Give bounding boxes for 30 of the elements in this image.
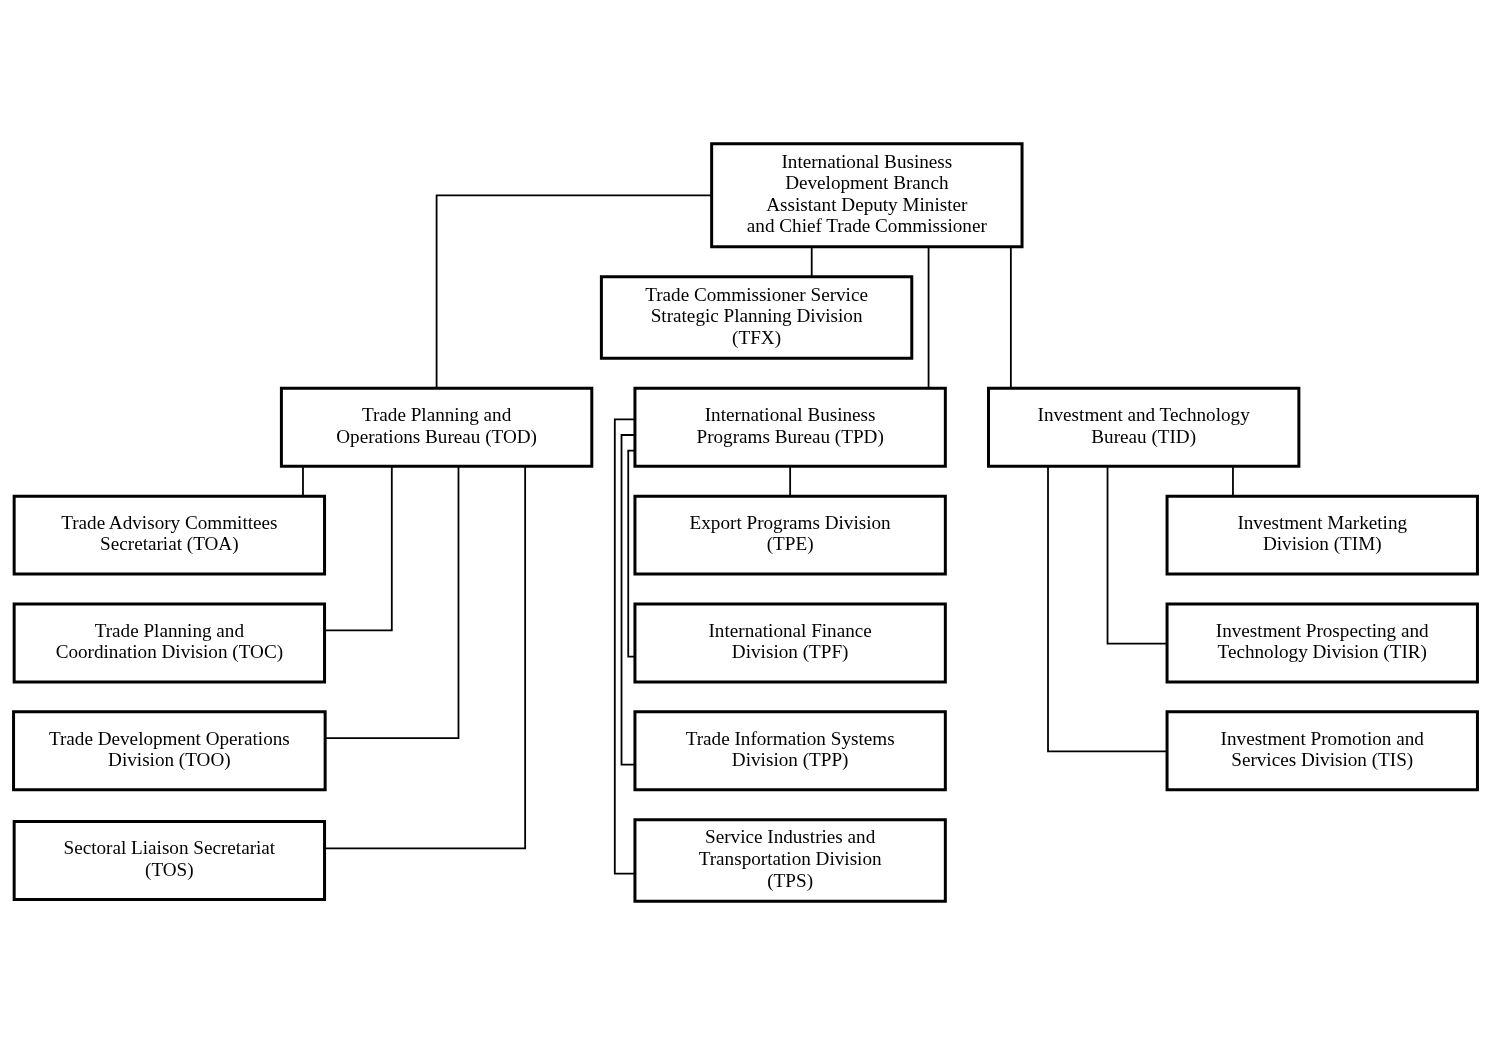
- connector: [324, 464, 460, 739]
- connector: [323, 465, 393, 631]
- node-box: Trade Information Systems Division (TPP): [633, 709, 947, 791]
- connector: [1047, 464, 1168, 752]
- node-box: Service Industries and Transportation Division (TPS): [633, 817, 947, 903]
- node-box: Trade Commissioner Service Strategic Planning Division (TFX): [599, 274, 914, 360]
- connector: [1009, 245, 1012, 389]
- connector: [620, 433, 636, 765]
- node-box: Investment Marketing Division (TIM): [1165, 494, 1479, 576]
- node-box: Investment Promotion and Services Division (TIS): [1165, 709, 1479, 791]
- node-box: Investment and Technology Bureau (TID): [987, 386, 1301, 468]
- node-box: International Business Development Branch Assistant Deputy Minister and Chief Trade Commissioner: [710, 141, 1024, 248]
- node-box: Trade Advisory Committees Secretariat (TOA): [12, 494, 327, 576]
- connector: [302, 465, 304, 497]
- connector: [1106, 465, 1168, 644]
- node-box: Export Programs Division (TPE): [633, 494, 947, 576]
- node-box: Trade Planning and Coordination Division (TOC): [12, 602, 327, 683]
- node-box: Investment Prospecting and Technology Division (TIR): [1165, 602, 1479, 683]
- connector: [1232, 465, 1234, 497]
- node-box: Sectoral Liaison Secretariat (TOS): [12, 819, 327, 901]
- connector: [324, 465, 527, 849]
- node-box: International Finance Division (TPF): [633, 602, 947, 683]
- node-box: Trade Development Operations Division (TOO): [12, 709, 327, 791]
- connector: [627, 449, 636, 658]
- node-box: International Business Programs Bureau (TPD): [633, 386, 947, 468]
- connector: [789, 465, 792, 497]
- connector: [435, 193, 713, 389]
- connector: [927, 245, 930, 389]
- connector: [810, 245, 813, 278]
- node-box: Trade Planning and Operations Bureau (TOD): [279, 386, 594, 468]
